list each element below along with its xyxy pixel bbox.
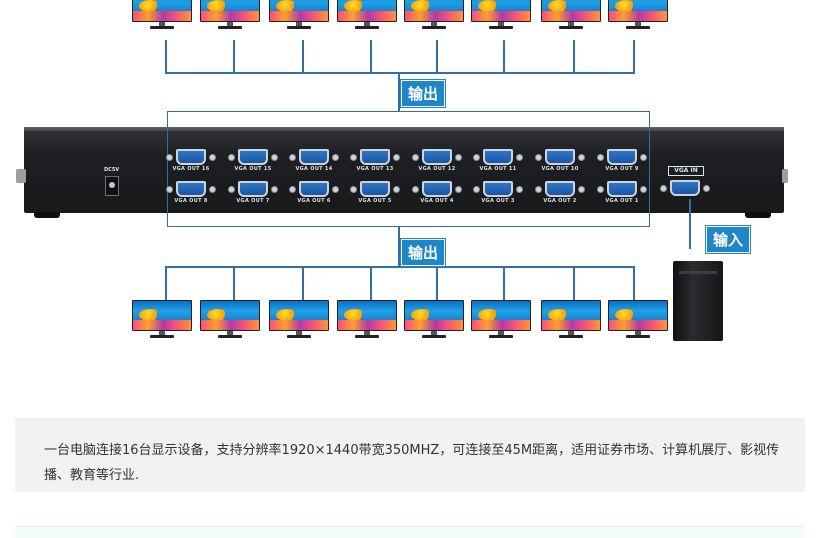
vga-out-port: VGA OUT 10 [535,146,585,172]
monitor-bottom-1 [132,300,192,340]
vga-splitter-device [24,131,784,213]
monitor-bottom-4 [337,300,397,340]
vga-out-port: VGA OUT 6 [289,178,339,204]
vga-out-port: VGA OUT 9 [597,146,647,172]
monitor-bottom-3 [269,300,329,340]
port-label: VGA OUT 5 [358,198,392,204]
port-label: VGA OUT 8 [174,198,208,204]
device-foot-right [745,212,771,218]
monitor-bottom-5 [404,300,464,340]
dc-power-port [105,176,119,196]
vga-out-port: VGA OUT 3 [473,178,523,204]
dc-power-label: DC5V [104,167,120,173]
device-ear-right [782,169,788,183]
port-label: VGA OUT 7 [236,198,270,204]
port-label: VGA OUT 13 [356,166,394,172]
output-label-top: 输出 [401,80,446,107]
device-ear-left [16,169,26,183]
vga-out-port: VGA OUT 4 [412,178,462,204]
vga-out-port: VGA OUT 11 [473,146,523,172]
monitor-bottom-7 [541,300,601,340]
vga-out-port: VGA OUT 8 [166,178,216,204]
input-label: 输入 [706,226,751,253]
vga-out-port: VGA OUT 12 [412,146,462,172]
computer-tower-icon [673,261,723,341]
port-label: VGA OUT 11 [479,166,517,172]
port-label: VGA OUT 16 [172,166,210,172]
vga-out-port: VGA OUT 16 [166,146,216,172]
port-label: VGA OUT 14 [295,166,333,172]
port-label: VGA OUT 4 [420,198,454,204]
input-connector-line [689,199,691,249]
monitor-top-8 [608,0,668,31]
vga-out-port: VGA OUT 13 [350,146,400,172]
vga-out-port: VGA OUT 14 [289,146,339,172]
monitor-top-2 [200,0,260,31]
vga-in-label: VGA IN [668,166,704,176]
monitor-top-5 [404,0,464,31]
vga-out-port: VGA OUT 7 [228,178,278,204]
output-label-bottom: 输出 [401,239,446,266]
port-label: VGA OUT 6 [297,198,331,204]
device-foot-left [34,212,60,218]
monitor-bottom-2 [200,300,260,340]
port-label: VGA OUT 3 [481,198,515,204]
description-box: 一台电脑连接16台显示设备，支持分辨率1920×1440带宽350MHZ，可连接… [15,418,805,492]
port-label: VGA OUT 9 [605,166,639,172]
port-label: VGA OUT 1 [605,198,639,204]
monitor-top-4 [337,0,397,31]
monitor-top-3 [269,0,329,31]
monitor-top-6 [471,0,531,31]
port-label: VGA OUT 15 [234,166,272,172]
monitor-top-1 [132,0,192,31]
monitor-top-7 [541,0,601,31]
description-text: 一台电脑连接16台显示设备，支持分辨率1920×1440带宽350MHZ，可连接… [44,443,780,483]
device-top-edge [24,127,784,132]
output-ports-frame [167,111,650,227]
vga-out-port: VGA OUT 15 [228,146,278,172]
port-label: VGA OUT 10 [541,166,579,172]
port-label: VGA OUT 2 [543,198,577,204]
vga-out-port: VGA OUT 1 [597,178,647,204]
monitor-bottom-8 [608,300,668,340]
vga-out-port: VGA OUT 5 [350,178,400,204]
monitor-bottom-6 [471,300,531,340]
port-label: VGA OUT 12 [418,166,456,172]
bottom-divider [15,526,805,538]
vga-out-port: VGA OUT 2 [535,178,585,204]
vga-in-port [660,177,710,203]
